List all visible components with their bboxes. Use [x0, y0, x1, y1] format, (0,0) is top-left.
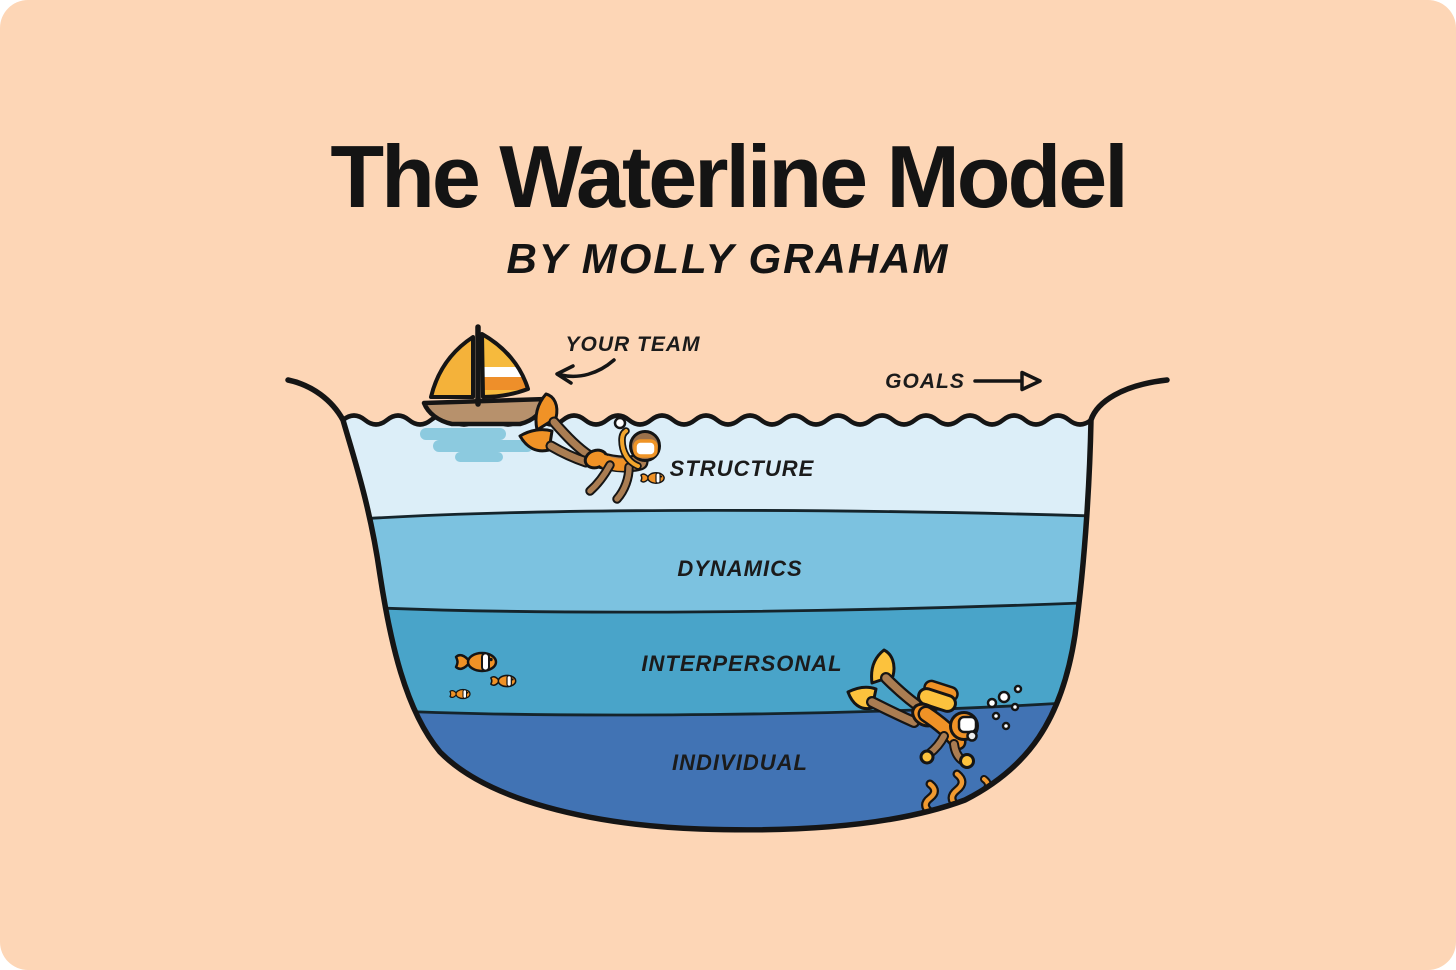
boat-shadow — [420, 428, 533, 462]
page-subtitle: BY MOLLY GRAHAM — [506, 235, 949, 282]
layer-label-structure: STRUCTURE — [670, 456, 815, 481]
layer-label-interpersonal: INTERPERSONAL — [641, 651, 842, 676]
boat-hull — [421, 396, 550, 427]
boat-sail-stripes — [482, 367, 528, 390]
your-team-label: YOUR TEAM — [566, 333, 701, 356]
layer-individual-fill — [395, 703, 1065, 830]
bubble-icon — [613, 416, 627, 430]
snorkeler-icon — [518, 392, 665, 504]
basin-outline — [285, 377, 1170, 833]
layer-boundaries — [359, 508, 1091, 717]
page-title: The Waterline Model — [330, 127, 1125, 226]
layer-label-dynamics: DYNAMICS — [677, 556, 802, 581]
goals-label: GOALS — [885, 370, 965, 393]
layer-label-individual: INDIVIDUAL — [672, 750, 808, 775]
water-basin — [343, 415, 1091, 830]
goals-arrow — [973, 370, 1042, 392]
snorkel-mask — [633, 439, 658, 458]
boat-sail-left — [429, 335, 475, 399]
bubbles-icon — [986, 684, 1023, 731]
scuba-diver-icon — [846, 648, 979, 769]
sailboat-icon — [421, 324, 550, 427]
your-team-arrow — [555, 358, 616, 385]
